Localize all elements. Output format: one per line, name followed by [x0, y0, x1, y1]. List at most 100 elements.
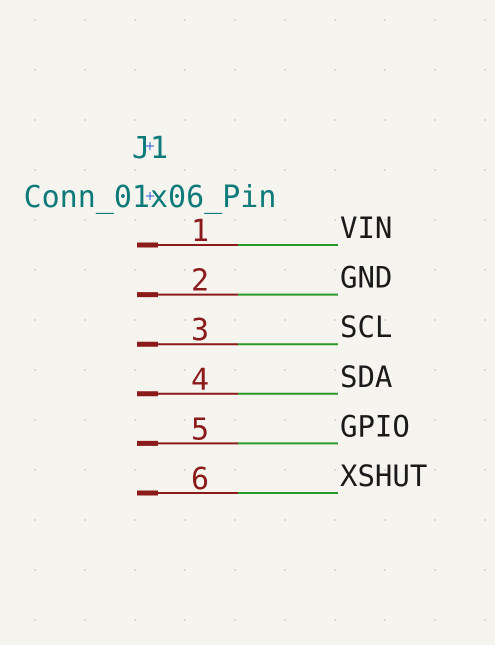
grid-dot — [384, 319, 386, 321]
grid-dot — [434, 569, 436, 571]
grid-dot — [434, 619, 436, 621]
grid-dot — [434, 319, 436, 321]
grid-dot — [234, 19, 236, 21]
grid-dot — [434, 219, 436, 221]
grid-dot — [484, 269, 486, 271]
grid-dot — [484, 469, 486, 471]
grid-dot — [284, 619, 286, 621]
grid-dot — [84, 319, 86, 321]
grid-dot — [184, 119, 186, 121]
grid-dot — [334, 569, 336, 571]
grid-dot — [234, 69, 236, 71]
grid-dot — [334, 469, 336, 471]
grid-dot — [184, 619, 186, 621]
pin-1[interactable]: 1 VIN — [137, 211, 392, 249]
grid-dot — [384, 119, 386, 121]
grid-dot — [484, 569, 486, 571]
grid-dot — [284, 569, 286, 571]
grid-dot — [134, 219, 136, 221]
grid-dot — [84, 169, 86, 171]
grid-dot — [34, 569, 36, 571]
grid-dot — [34, 219, 36, 221]
grid-dot — [184, 369, 186, 371]
grid-dot — [34, 319, 36, 321]
grid-dot — [234, 169, 236, 171]
net-label[interactable]: SDA — [340, 360, 392, 394]
grid-dot — [484, 169, 486, 171]
grid-dot — [484, 319, 486, 321]
grid-dot — [484, 69, 486, 71]
grid-dot — [234, 419, 236, 421]
grid-dot — [184, 469, 186, 471]
pin-number: 1 — [191, 214, 209, 249]
grid-dot — [284, 69, 286, 71]
grid-dot — [384, 169, 386, 171]
grid-dot — [284, 169, 286, 171]
grid-dot — [184, 419, 186, 421]
grid-dot — [384, 269, 386, 271]
grid-dot — [484, 119, 486, 121]
grid-dot — [384, 619, 386, 621]
grid-dot — [434, 269, 436, 271]
grid-dot — [484, 219, 486, 221]
net-label[interactable]: GPIO — [340, 409, 410, 443]
net-label[interactable]: GND — [340, 261, 392, 295]
grid-dot — [134, 369, 136, 371]
grid-dot — [84, 219, 86, 221]
grid-dot — [334, 519, 336, 521]
grid-dot — [484, 519, 486, 521]
grid-dot — [334, 19, 336, 21]
grid-dot — [84, 519, 86, 521]
grid-dot — [34, 369, 36, 371]
grid-dot — [84, 469, 86, 471]
grid-dot — [84, 19, 86, 21]
grid-dot — [434, 369, 436, 371]
grid-dots — [34, 19, 486, 621]
grid-dot — [284, 19, 286, 21]
grid-dot — [34, 19, 36, 21]
pin-number: 5 — [191, 412, 209, 447]
grid-dot — [234, 619, 236, 621]
grid-dot — [484, 419, 486, 421]
grid-dot — [184, 519, 186, 521]
grid-dot — [434, 419, 436, 421]
grid-dot — [184, 69, 186, 71]
grid-dot — [434, 69, 436, 71]
net-label[interactable]: VIN — [340, 211, 392, 245]
grid-dot — [284, 519, 286, 521]
net-label[interactable]: SCL — [340, 310, 392, 344]
grid-dot — [34, 469, 36, 471]
grid-dot — [484, 19, 486, 21]
grid-dot — [134, 419, 136, 421]
grid-dot — [334, 319, 336, 321]
net-label[interactable]: XSHUT — [340, 459, 427, 493]
grid-dot — [334, 619, 336, 621]
grid-dot — [184, 269, 186, 271]
grid-dot — [384, 19, 386, 21]
grid-dot — [384, 469, 386, 471]
value-anchor-icon — [146, 192, 154, 200]
grid-dot — [234, 119, 236, 121]
grid-dot — [34, 519, 36, 521]
grid-dot — [134, 69, 136, 71]
grid-dot — [184, 319, 186, 321]
grid-dot — [134, 619, 136, 621]
grid-dot — [234, 269, 236, 271]
grid-dot — [384, 569, 386, 571]
grid-dot — [84, 369, 86, 371]
reference-anchor-icon — [146, 142, 154, 150]
grid-dot — [134, 569, 136, 571]
grid-dot — [34, 119, 36, 121]
grid-dot — [234, 469, 236, 471]
grid-dot — [334, 119, 336, 121]
pin-5[interactable]: 5 GPIO — [137, 409, 410, 447]
grid-dot — [234, 369, 236, 371]
